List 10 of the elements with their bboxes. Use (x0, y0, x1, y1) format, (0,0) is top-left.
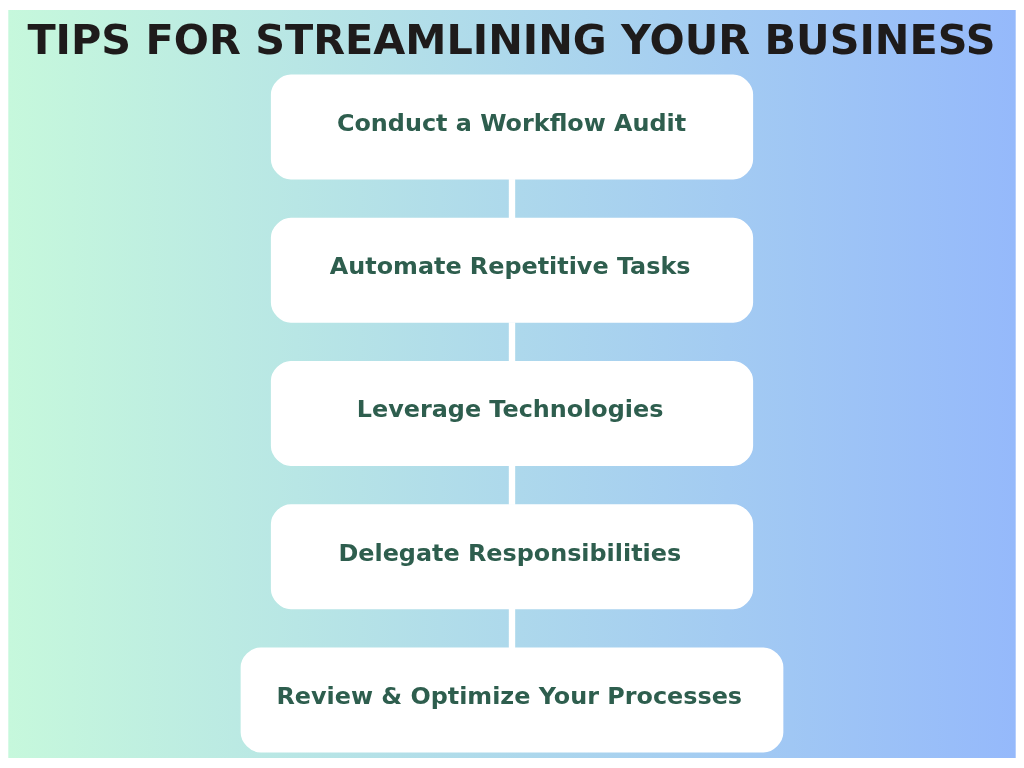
connector (508, 465, 516, 505)
connector (508, 322, 516, 362)
connector (508, 179, 516, 219)
node-box: Review & Optimize Your Processes (240, 647, 784, 753)
node-box: Leverage Technologies (270, 360, 754, 466)
node-box: Delegate Responsibilities (270, 504, 754, 610)
connector (508, 608, 516, 649)
diagram-title: TIPS FOR STREAMLINING YOUR BUSINESS (27, 16, 996, 65)
node-box: Conduct a Workflow Audit (270, 74, 754, 180)
node-box: Automate Repetitive Tasks (270, 217, 754, 323)
